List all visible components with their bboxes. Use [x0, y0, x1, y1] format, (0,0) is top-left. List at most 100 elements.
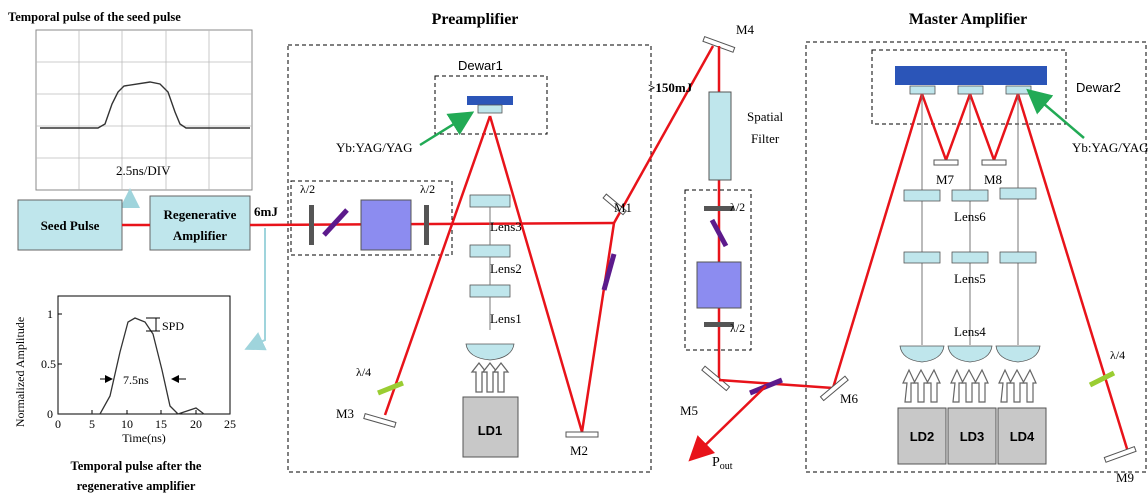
- dewar1-frame: [434, 75, 548, 135]
- lens4-b: [947, 345, 993, 363]
- lens6-a: [903, 189, 941, 202]
- m5-mirror: [701, 365, 731, 392]
- m2-mirror: [565, 431, 599, 438]
- plot-width-label: 7.5ns: [123, 373, 149, 387]
- ld4-label: LD4: [1010, 429, 1035, 444]
- m3-label: M3: [336, 406, 354, 421]
- m7-label: M7: [936, 172, 955, 187]
- m4-label: M4: [736, 22, 755, 37]
- half-wave-plate-1: [309, 205, 314, 245]
- lens2: [469, 244, 511, 258]
- ybyag-left-arrow: [419, 111, 475, 147]
- m1-label: M1: [614, 200, 632, 215]
- ld3-label: LD3: [960, 429, 985, 444]
- lens5-label: Lens5: [954, 271, 986, 286]
- master-pump-arrows: [902, 368, 1037, 403]
- m1-mirror: [602, 193, 627, 216]
- ybyag-right-arrow: [1026, 88, 1085, 139]
- lens1-label: Lens1: [490, 311, 522, 326]
- lens2-label: Lens2: [490, 261, 522, 276]
- dewar1-block: [467, 96, 513, 105]
- m6-mirror: [819, 375, 849, 402]
- dewar2-crystal-2: [957, 85, 984, 95]
- m7-mirror: [933, 159, 959, 166]
- ld1-label: LD1: [478, 423, 503, 438]
- polarizer-2: [709, 218, 729, 248]
- half-wave-4-label: λ/2: [730, 321, 745, 335]
- ybyag-left-label: Yb:YAG/YAG: [336, 140, 413, 155]
- spatial-filter-label-2: Filter: [751, 131, 780, 146]
- energy-150mj-label: >150mJ: [648, 80, 693, 95]
- ld2-label: LD2: [910, 429, 935, 444]
- half-wave-3-label: λ/2: [730, 200, 745, 214]
- lens4-label: Lens4: [954, 324, 986, 339]
- half-wave-plate-2: [424, 205, 429, 245]
- m8-label: M8: [984, 172, 1002, 187]
- lens5-c: [999, 251, 1037, 264]
- plot-xtick-5: 5: [89, 417, 95, 431]
- regenerative-amplifier-box: [149, 195, 251, 251]
- plot-spd-label: SPD: [162, 319, 184, 333]
- beam-output: [688, 385, 767, 462]
- lens6-label: Lens6: [954, 209, 986, 224]
- lens3-label: Lens3: [490, 219, 522, 234]
- quarter-wave-right-label: λ/4: [1110, 348, 1125, 362]
- plot-ylabel: Normalized Amplitude: [13, 317, 27, 427]
- seed-pulse-box: [17, 199, 123, 251]
- half-wave-plate-4: [704, 322, 734, 327]
- preamp-pockels-cell: [360, 199, 412, 251]
- master-pockels-cell: [696, 261, 742, 309]
- master-amplifier-frame: [805, 41, 1147, 473]
- lens3: [469, 194, 511, 208]
- m8-mirror: [981, 159, 1007, 166]
- plot-xtick-20: 20: [190, 417, 202, 431]
- lens6-c: [999, 187, 1037, 200]
- master-amplifier-title: Master Amplifier: [909, 11, 1027, 28]
- ybyag-right-label: Yb:YAG/YAG: [1072, 140, 1148, 155]
- ld2-box: [897, 407, 947, 465]
- seed-scope-screen: [35, 29, 253, 191]
- lens5-a: [903, 251, 941, 264]
- quarter-wave-right: [1088, 370, 1116, 388]
- spatial-filter: [708, 91, 732, 181]
- quarter-wave-left-label: λ/4: [356, 365, 371, 379]
- dewar2-crystal-3: [1005, 85, 1032, 95]
- pout-label: Pout: [712, 455, 733, 472]
- regen-pulse-plot: [57, 295, 231, 415]
- seed-pulse-trace: [40, 81, 250, 129]
- polarizer-1: [322, 208, 349, 237]
- quarter-wave-left: [377, 380, 404, 396]
- preamplifier-title: Preamplifier: [432, 11, 519, 28]
- m9-label: M9: [1116, 470, 1134, 485]
- master-entrance-frame: [684, 189, 752, 351]
- lens6-b: [951, 189, 989, 202]
- spatial-filter-label-1: Spatial: [747, 109, 783, 124]
- seed-scope-title: Temporal pulse of the seed pulse: [8, 10, 181, 24]
- plot-xlabel: Time(ns): [122, 431, 166, 445]
- ld1-pump-arrows: [470, 361, 510, 393]
- plot-ytick-0: 0: [47, 407, 53, 421]
- plot-caption-line2: regenerative amplifier: [77, 479, 196, 493]
- plot-xtick-25: 25: [224, 417, 236, 431]
- dewar1-label: Dewar1: [458, 58, 503, 73]
- dewar2-label: Dewar2: [1076, 80, 1121, 95]
- lens5-b: [951, 251, 989, 264]
- lens4-c: [995, 345, 1041, 363]
- half-wave-2-label: λ/2: [420, 182, 435, 196]
- m5-label: M5: [680, 403, 698, 418]
- preamplifier-frame: [287, 44, 652, 473]
- half-wave-1-label: λ/2: [300, 182, 315, 196]
- plot-xtick-10: 10: [121, 417, 133, 431]
- plot-ytick-05: 0.5: [41, 357, 56, 371]
- m3-mirror: [363, 413, 397, 428]
- ld4-box: [997, 407, 1047, 465]
- plot-caption-line1: Temporal pulse after the: [71, 459, 202, 473]
- regen-to-plot-arrow: [244, 228, 267, 351]
- m2-label: M2: [570, 443, 588, 458]
- seed-scope-scale: 2.5ns/DIV: [116, 163, 171, 178]
- lens4-a: [899, 345, 945, 363]
- dewar2-crystal-1: [909, 85, 936, 95]
- ld3-box: [947, 407, 997, 465]
- preamp-condenser-lens: [465, 343, 515, 361]
